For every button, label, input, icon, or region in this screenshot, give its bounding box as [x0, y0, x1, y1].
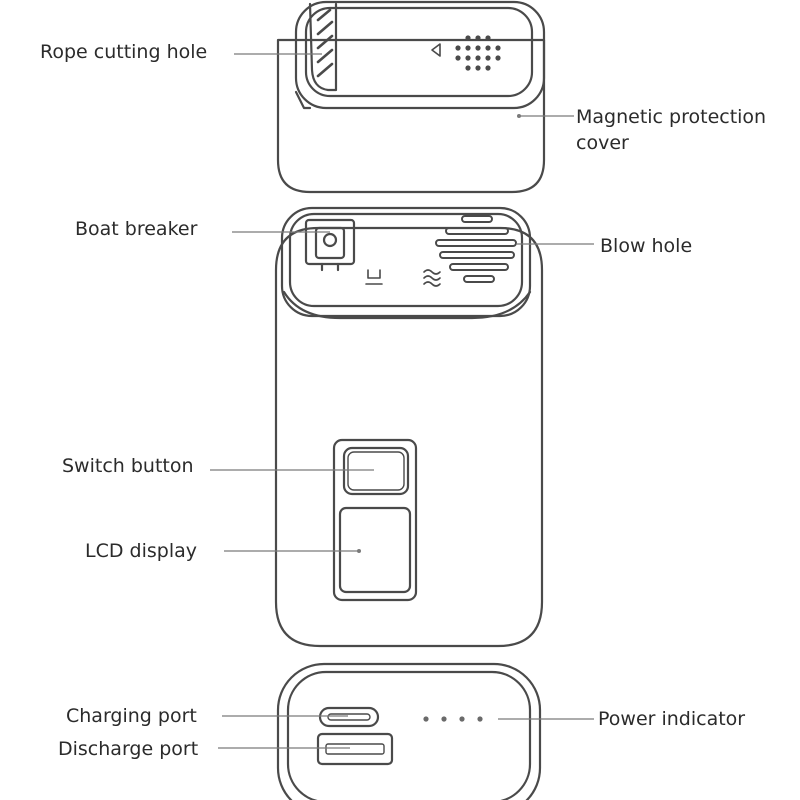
- body-outline: [274, 226, 544, 648]
- cover-body-outline: [276, 38, 546, 194]
- cover-inner-rim: [304, 6, 534, 98]
- label-magnetic-protection-cover-line2: cover: [576, 132, 629, 154]
- discharge-port-inner: [325, 743, 385, 755]
- lcd-display: [338, 506, 412, 594]
- boat-breaker: [304, 218, 356, 272]
- cover-dot-grid: [455, 35, 501, 71]
- port-end-outline: [276, 662, 542, 800]
- leader-dot-lcd-display: [357, 549, 361, 553]
- label-charging-port: Charging port: [66, 705, 197, 727]
- blow-hole-slots: [435, 215, 517, 283]
- port-end: [276, 662, 542, 800]
- body-top-rim: [288, 212, 524, 308]
- switch-button-inner: [347, 451, 405, 491]
- power-indicator-dot: [477, 716, 483, 722]
- label-power-indicator: Power indicator: [598, 708, 746, 730]
- port-end-inner: [286, 670, 532, 800]
- label-rope-cutting-hole: Rope cutting hole: [40, 41, 208, 63]
- main-body: [274, 206, 544, 648]
- discharge-port: [316, 732, 394, 766]
- switch-button: [342, 446, 410, 496]
- label-blow-hole: Blow hole: [600, 235, 693, 257]
- cover-arrow-icon: [431, 43, 441, 57]
- label-magnetic-protection-cover-line1: Magnetic protection: [576, 106, 767, 128]
- rope-cutting-hole: [294, 2, 338, 110]
- charging-port: [318, 706, 380, 728]
- label-boat-breaker: Boat breaker: [75, 218, 198, 240]
- breaker-symbol-icon: [365, 269, 383, 285]
- power-indicator-dot: [459, 716, 465, 722]
- cover-top-face: [294, 0, 546, 110]
- charging-port-inner: [327, 713, 371, 721]
- blow-symbol-icon: [423, 269, 441, 287]
- body-top-face: [280, 206, 532, 318]
- power-indicator-dot: [423, 716, 429, 722]
- power-indicator-dot: [441, 716, 447, 722]
- label-discharge-port: Discharge port: [58, 738, 199, 760]
- leader-dot-magnetic-cover: [517, 114, 521, 118]
- body-shoulder: [282, 290, 532, 320]
- control-panel: [332, 438, 418, 602]
- magnetic-protection-cover: [276, 0, 546, 194]
- power-indicator-dots: [423, 716, 483, 722]
- label-lcd-display: LCD display: [85, 540, 197, 562]
- label-switch-button: Switch button: [62, 455, 194, 477]
